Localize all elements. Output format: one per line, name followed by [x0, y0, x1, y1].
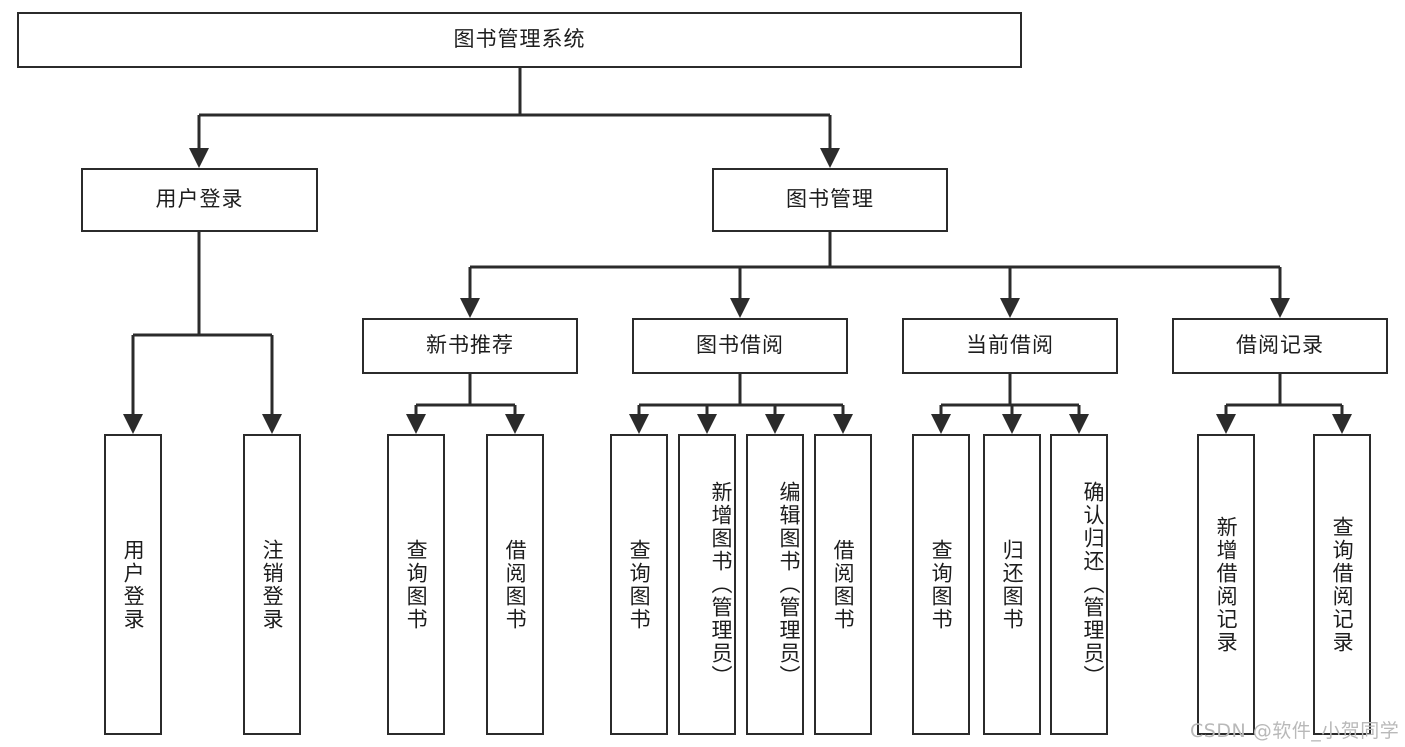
- node-current-borrow[interactable]: 当前借阅: [902, 318, 1118, 374]
- arrowhead-user-login: [189, 148, 209, 168]
- arrowhead-leaf-return-book: [1002, 414, 1022, 434]
- node-leaf-add-borrow-record[interactable]: 新增借阅记录: [1197, 434, 1255, 735]
- arrowhead-leaf-user-login: [123, 414, 143, 434]
- arrowhead-leaf-query-book-1: [406, 414, 426, 434]
- arrowhead-book-manage: [820, 148, 840, 168]
- arrowhead-leaf-user-logout: [262, 414, 282, 434]
- node-new-book-recommend[interactable]: 新书推荐: [362, 318, 578, 374]
- node-leaf-confirm-return[interactable]: 确认归还（管理员）: [1050, 434, 1108, 735]
- arrowhead-current-borrow: [1000, 298, 1020, 318]
- node-leaf-user-logout-label: 注销登录: [260, 538, 285, 631]
- node-leaf-query-book-3[interactable]: 查询图书: [912, 434, 970, 735]
- node-user-login[interactable]: 用户登录: [81, 168, 318, 232]
- node-leaf-add-borrow-record-label: 新增借阅记录: [1214, 515, 1239, 654]
- node-leaf-borrow-book-2[interactable]: 借阅图书: [814, 434, 872, 735]
- node-leaf-user-logout[interactable]: 注销登录: [243, 434, 301, 735]
- node-leaf-edit-book-label: 编辑图书（管理员）: [777, 481, 801, 688]
- node-leaf-query-borrow-record-label: 查询借阅记录: [1330, 515, 1355, 654]
- node-book-manage[interactable]: 图书管理: [712, 168, 948, 232]
- node-leaf-borrow-book-2-label: 借阅图书: [831, 538, 856, 631]
- node-leaf-edit-book[interactable]: 编辑图书（管理员）: [746, 434, 804, 735]
- node-user-login-label: 用户登录: [155, 187, 244, 212]
- arrowhead-leaf-query-book-3: [931, 414, 951, 434]
- arrowhead-book-borrow: [730, 298, 750, 318]
- arrowhead-leaf-query-borrow-record: [1332, 414, 1352, 434]
- node-root-label: 图书管理系统: [453, 27, 586, 52]
- arrowhead-leaf-query-book-2: [629, 414, 649, 434]
- node-leaf-user-login[interactable]: 用户登录: [104, 434, 162, 735]
- node-book-borrow-label: 图书借阅: [696, 333, 784, 358]
- node-book-borrow[interactable]: 图书借阅: [632, 318, 848, 374]
- node-leaf-query-book-1[interactable]: 查询图书: [387, 434, 445, 735]
- node-leaf-query-borrow-record[interactable]: 查询借阅记录: [1313, 434, 1371, 735]
- node-leaf-query-book-3-label: 查询图书: [929, 538, 954, 631]
- node-leaf-add-book[interactable]: 新增图书（管理员）: [678, 434, 736, 735]
- node-leaf-confirm-return-label: 确认归还（管理员）: [1081, 481, 1105, 688]
- node-new-book-recommend-label: 新书推荐: [426, 333, 514, 358]
- node-leaf-query-book-1-label: 查询图书: [404, 538, 429, 631]
- arrowhead-leaf-add-borrow-record: [1216, 414, 1236, 434]
- node-leaf-return-book-label: 归还图书: [1000, 538, 1025, 631]
- node-leaf-query-book-2-label: 查询图书: [627, 538, 652, 631]
- arrowhead-leaf-borrow-book-2: [833, 414, 853, 434]
- arrowhead-borrow-record: [1270, 298, 1290, 318]
- arrowhead-new-book-recommend: [460, 298, 480, 318]
- node-current-borrow-label: 当前借阅: [966, 333, 1054, 358]
- node-leaf-add-book-label: 新增图书（管理员）: [709, 481, 733, 688]
- arrowhead-leaf-borrow-book-1: [505, 414, 525, 434]
- node-book-manage-label: 图书管理: [786, 187, 874, 212]
- node-leaf-user-login-label: 用户登录: [121, 538, 146, 631]
- arrowhead-leaf-add-book: [697, 414, 717, 434]
- node-leaf-borrow-book-1-label: 借阅图书: [503, 538, 528, 631]
- node-borrow-record-label: 借阅记录: [1236, 333, 1324, 358]
- node-leaf-borrow-book-1[interactable]: 借阅图书: [486, 434, 544, 735]
- node-leaf-query-book-2[interactable]: 查询图书: [610, 434, 668, 735]
- arrowhead-leaf-confirm-return: [1069, 414, 1089, 434]
- arrowhead-leaf-edit-book: [765, 414, 785, 434]
- node-root[interactable]: 图书管理系统: [17, 12, 1022, 68]
- node-borrow-record[interactable]: 借阅记录: [1172, 318, 1388, 374]
- node-leaf-return-book[interactable]: 归还图书: [983, 434, 1041, 735]
